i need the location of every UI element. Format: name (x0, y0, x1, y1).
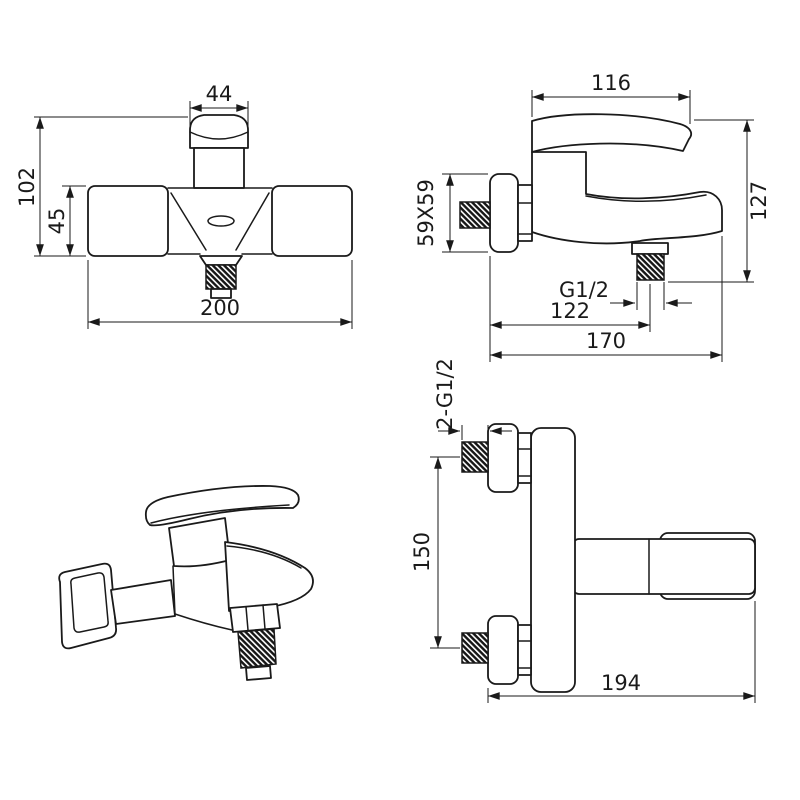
front-view: 44 102 45 200 (15, 82, 353, 329)
rear-view: 2-G1/2 150 194 (410, 358, 756, 703)
dim-front-body-height: 45 (45, 208, 69, 235)
dim-rear-total-width: 194 (601, 671, 641, 695)
perspective-view (58, 485, 314, 681)
dim-rear-inlet-spacing: 150 (410, 532, 434, 572)
front-outlet-cap (210, 288, 232, 299)
rear-top-inlet-thread (461, 441, 489, 473)
dim-rear-inlet-thread: 2-G1/2 (433, 358, 457, 430)
side-wall-flange (489, 173, 519, 253)
persp-outlet-thread (237, 628, 277, 669)
rear-bottom-flange (487, 615, 519, 685)
side-view: 116 127 59X59 G1/2 122 170 (414, 71, 771, 362)
front-diverter-detail (207, 215, 235, 227)
front-body-diagonal-left (170, 192, 207, 251)
dim-side-total-height: 127 (747, 181, 771, 221)
rear-top-nut (517, 432, 532, 484)
side-outlet-thread (636, 253, 665, 281)
front-spout-column (193, 147, 245, 189)
side-body-spout (531, 151, 723, 245)
front-outlet-thread (205, 264, 237, 290)
persp-connector-arm (110, 579, 176, 625)
persp-spout-top-edge (226, 545, 302, 569)
persp-body-column (168, 517, 231, 568)
front-handle-saddle-line (189, 131, 249, 140)
rear-body-plate (530, 427, 576, 693)
rear-bottom-nut (517, 624, 532, 676)
side-outlet-housing (631, 242, 669, 255)
dim-side-outlet-offset: 122 (550, 299, 590, 323)
dim-front-total-height: 102 (15, 167, 39, 207)
dim-side-outlet-thread: G1/2 (559, 278, 609, 302)
dim-side-flange-size: 59X59 (414, 179, 438, 247)
front-outlet-neck (199, 255, 243, 266)
side-hex-nut (517, 184, 533, 242)
persp-spout (224, 541, 314, 613)
persp-outlet-hex (229, 603, 281, 633)
front-right-escutcheon (271, 185, 353, 257)
front-body-diagonal-right (235, 192, 270, 251)
persp-outlet-cap (245, 665, 272, 681)
persp-handle-edge-line (150, 504, 290, 524)
side-handle (531, 113, 693, 153)
persp-wall-flange (58, 562, 118, 650)
side-spout-top-edge (585, 194, 707, 202)
dim-front-total-width: 200 (200, 296, 240, 320)
persp-body-bottom-edge (174, 613, 233, 631)
dim-side-total-depth: 170 (586, 329, 626, 353)
rear-bottom-inlet-thread (461, 632, 489, 664)
persp-hex-facet-2 (262, 604, 266, 630)
rear-top-flange (487, 423, 519, 493)
rear-arm (572, 538, 756, 595)
side-inlet-thread (459, 201, 491, 229)
front-handle (189, 114, 249, 149)
persp-hex-facet-1 (245, 606, 249, 631)
persp-flange-inner (70, 572, 109, 633)
front-left-escutcheon (87, 185, 169, 257)
persp-body-left-edge (172, 565, 176, 616)
dim-side-handle-length: 116 (591, 71, 631, 95)
dim-front-spout-width: 44 (206, 82, 233, 106)
